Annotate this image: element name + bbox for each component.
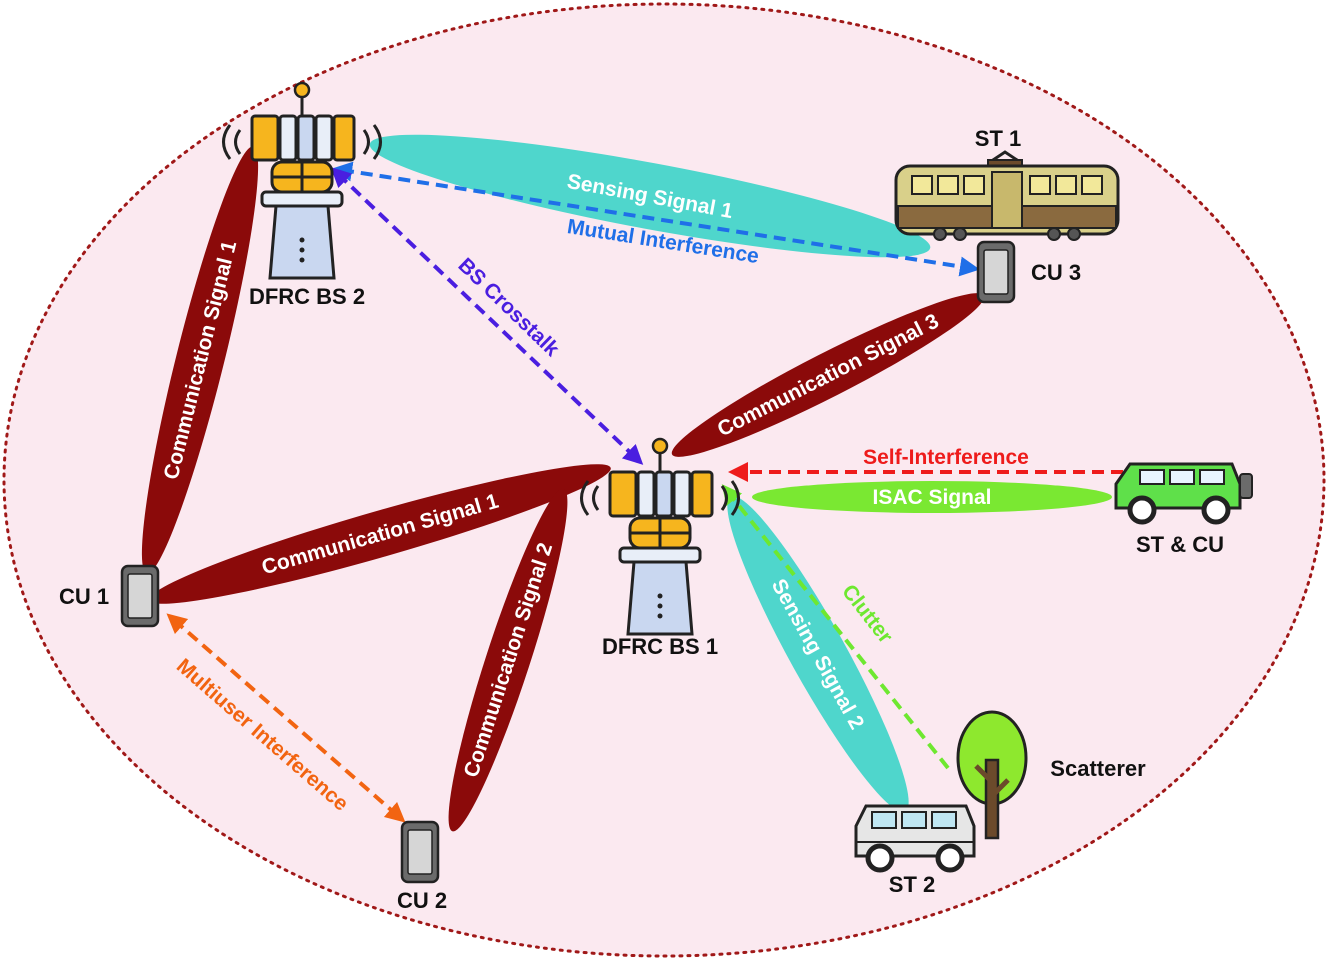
dfrc-bs-2-label: DFRC BS 2 [249, 284, 365, 309]
scatterer: Scatterer [956, 710, 1146, 840]
bs-crosstalk-arrow [330, 167, 644, 465]
st-2: ST 2 [854, 804, 976, 897]
cu-3: CU 3 [976, 240, 1081, 304]
suv-icon [1114, 462, 1253, 525]
cu-2-label: CU 2 [397, 888, 447, 913]
smartphone-icon [400, 820, 440, 884]
smartphone-icon [976, 240, 1016, 304]
cu-3-label: CU 3 [1031, 260, 1081, 285]
st-2-label: ST 2 [889, 872, 935, 897]
beam-isac: ISAC Signal [752, 481, 1112, 513]
cu-1: CU 1 [59, 564, 160, 628]
cu-1-label: CU 1 [59, 584, 109, 609]
tram-icon [894, 150, 1120, 241]
dfrc-bs-1: DFRC BS 1 [580, 437, 740, 659]
smartphone-icon [120, 564, 160, 628]
beam-isac-label: ISAC Signal [872, 486, 991, 509]
st-cu-label: ST & CU [1136, 532, 1224, 557]
van-icon [854, 804, 976, 873]
dfrc-bs-2: DFRC BS 2 [222, 81, 382, 309]
clutter-arrow [721, 484, 950, 770]
multiuser-interference-arrow [166, 613, 406, 823]
scatterer-label: Scatterer [1050, 756, 1146, 781]
tree-icon [956, 710, 1028, 840]
st-1-label: ST 1 [975, 126, 1021, 151]
st-1: ST 1 [894, 126, 1120, 241]
cu-2: CU 2 [397, 820, 447, 913]
dfrc-bs-1-label: DFRC BS 1 [602, 634, 718, 659]
st-cu: ST & CU [1114, 462, 1253, 557]
self-interference-label: Self-Interference [863, 446, 1029, 469]
